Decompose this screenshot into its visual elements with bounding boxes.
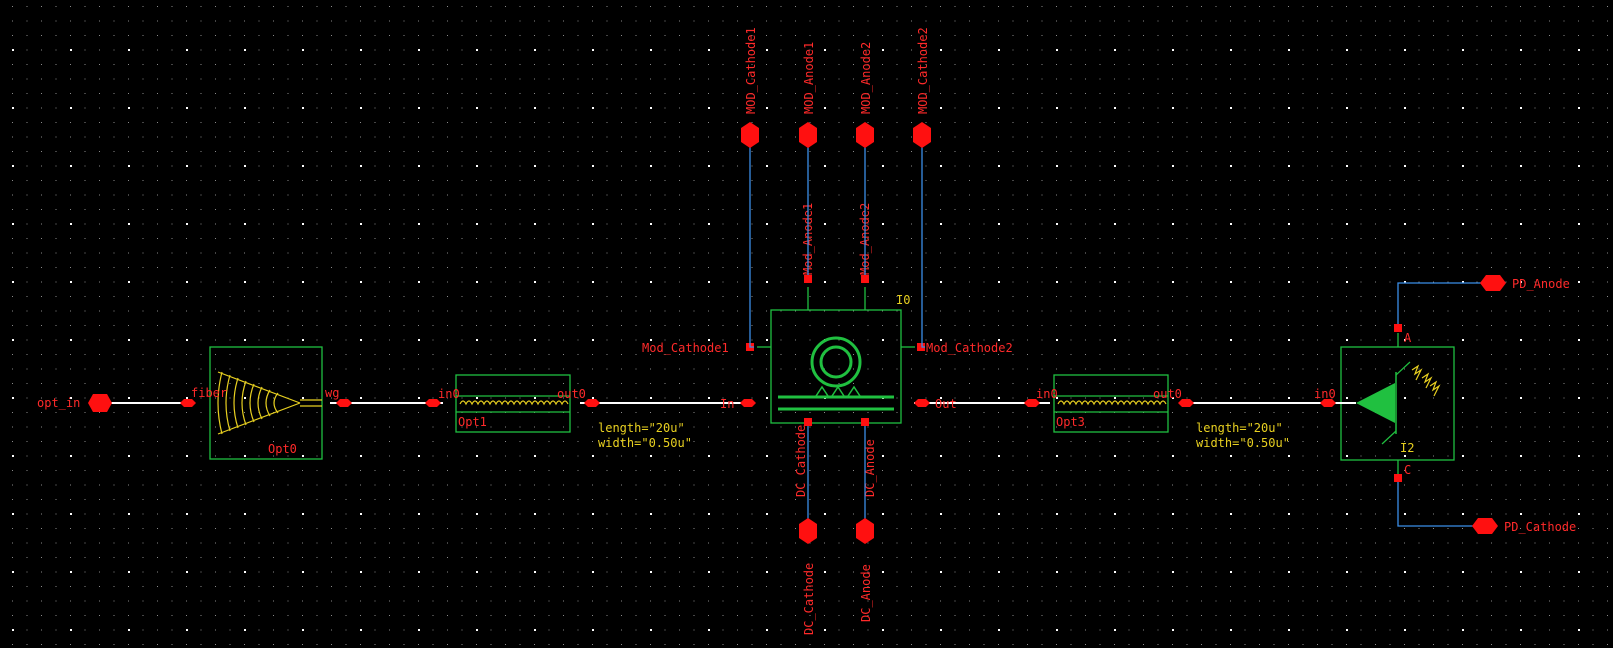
- pin-a-label: A: [1404, 331, 1412, 345]
- pin-mod-cathode1-label: Mod_Cathode1: [642, 341, 729, 355]
- port-fiber-label: fiber: [191, 386, 227, 400]
- opt-in-pin[interactable]: opt_in: [37, 394, 112, 412]
- ring-modulator-i0[interactable]: In Out I0 Mod_Cathode1 Mod_Cathode2 Mod_…: [642, 203, 1013, 497]
- instance-name-i2: I2: [1400, 441, 1414, 455]
- instance-name-opt1: Opt1: [458, 415, 487, 429]
- grid-dots: [12, 6, 1608, 645]
- ring-resonator-icon: [778, 336, 894, 411]
- dc-anode-bottom-label: DC_Anode: [859, 564, 873, 622]
- port-out0-label: out0: [557, 387, 586, 401]
- pin-mod-cathode1-top[interactable]: MOD_Cathode1: [741, 27, 759, 148]
- pin-mod-cathode2-top[interactable]: MOD_Cathode2: [913, 27, 931, 148]
- photodiode-icon: [1327, 361, 1441, 445]
- param-width: width="0.50u": [1196, 436, 1290, 450]
- pin-dc-anode-bottom[interactable]: DC_Anode: [856, 518, 874, 622]
- pin-mod-cathode2-label: Mod_Cathode2: [926, 341, 1013, 355]
- mod-anode2-top-label: MOD_Anode2: [859, 42, 873, 114]
- pin-dc-anode-label: DC_Anode: [863, 439, 877, 497]
- mod-cathode1-top-label: MOD_Cathode1: [744, 27, 758, 114]
- param-width: width="0.50u": [598, 436, 692, 450]
- pin-mod-anode2-top[interactable]: MOD_Anode2: [856, 42, 874, 148]
- pin-pd-cathode[interactable]: PD_Cathode: [1472, 518, 1576, 534]
- electrical-wires: [749, 147, 1485, 527]
- photodetector-i2[interactable]: in0 A C I2: [1314, 324, 1455, 482]
- dc-cathode-bottom-label: DC_Cathode: [802, 563, 816, 635]
- port-in0-label: in0: [438, 387, 460, 401]
- pin-pd-anode[interactable]: PD_Anode: [1480, 275, 1570, 291]
- waveguide-opt3[interactable]: in0 out0 Opt3 length="20u" width="0.50u": [1024, 374, 1290, 450]
- port-in-label: In: [720, 397, 734, 411]
- pd-anode-label: PD_Anode: [1512, 277, 1570, 291]
- pin-dc-cathode-label: DC_Cathode: [794, 425, 808, 497]
- instance-name-opt0: Opt0: [268, 442, 297, 456]
- instance-name-opt3: Opt3: [1056, 415, 1085, 429]
- waveguide-coil-icon: [1057, 400, 1167, 406]
- pd-cathode-label: PD_Cathode: [1504, 520, 1576, 534]
- port-out0-label: out0: [1153, 387, 1182, 401]
- waveguide-coil-icon: [459, 400, 569, 406]
- waveguide-opt1[interactable]: in0 out0 Opt1 length="20u" width="0.50u": [425, 374, 692, 450]
- instance-name-i0: I0: [896, 293, 910, 307]
- port-in0-label: in0: [1314, 387, 1336, 401]
- opt-in-label: opt_in: [37, 396, 80, 410]
- pin-c-label: C: [1404, 463, 1411, 477]
- port-in0-label: in0: [1036, 387, 1058, 401]
- param-length: length="20u": [1196, 421, 1283, 435]
- mod-cathode2-top-label: MOD_Cathode2: [916, 27, 930, 114]
- mod-anode1-top-label: MOD_Anode1: [802, 42, 816, 114]
- port-out-label: Out: [935, 397, 957, 411]
- pin-dc-cathode-bottom[interactable]: DC_Cathode: [799, 518, 817, 635]
- grating-arcs-icon: [217, 371, 322, 435]
- param-length: length="20u": [598, 421, 685, 435]
- pin-mod-anode1-top[interactable]: MOD_Anode1: [799, 42, 817, 148]
- port-wg-label: wg: [325, 386, 339, 400]
- grating-coupler-opt0[interactable]: fiber wg Opt0: [180, 346, 352, 460]
